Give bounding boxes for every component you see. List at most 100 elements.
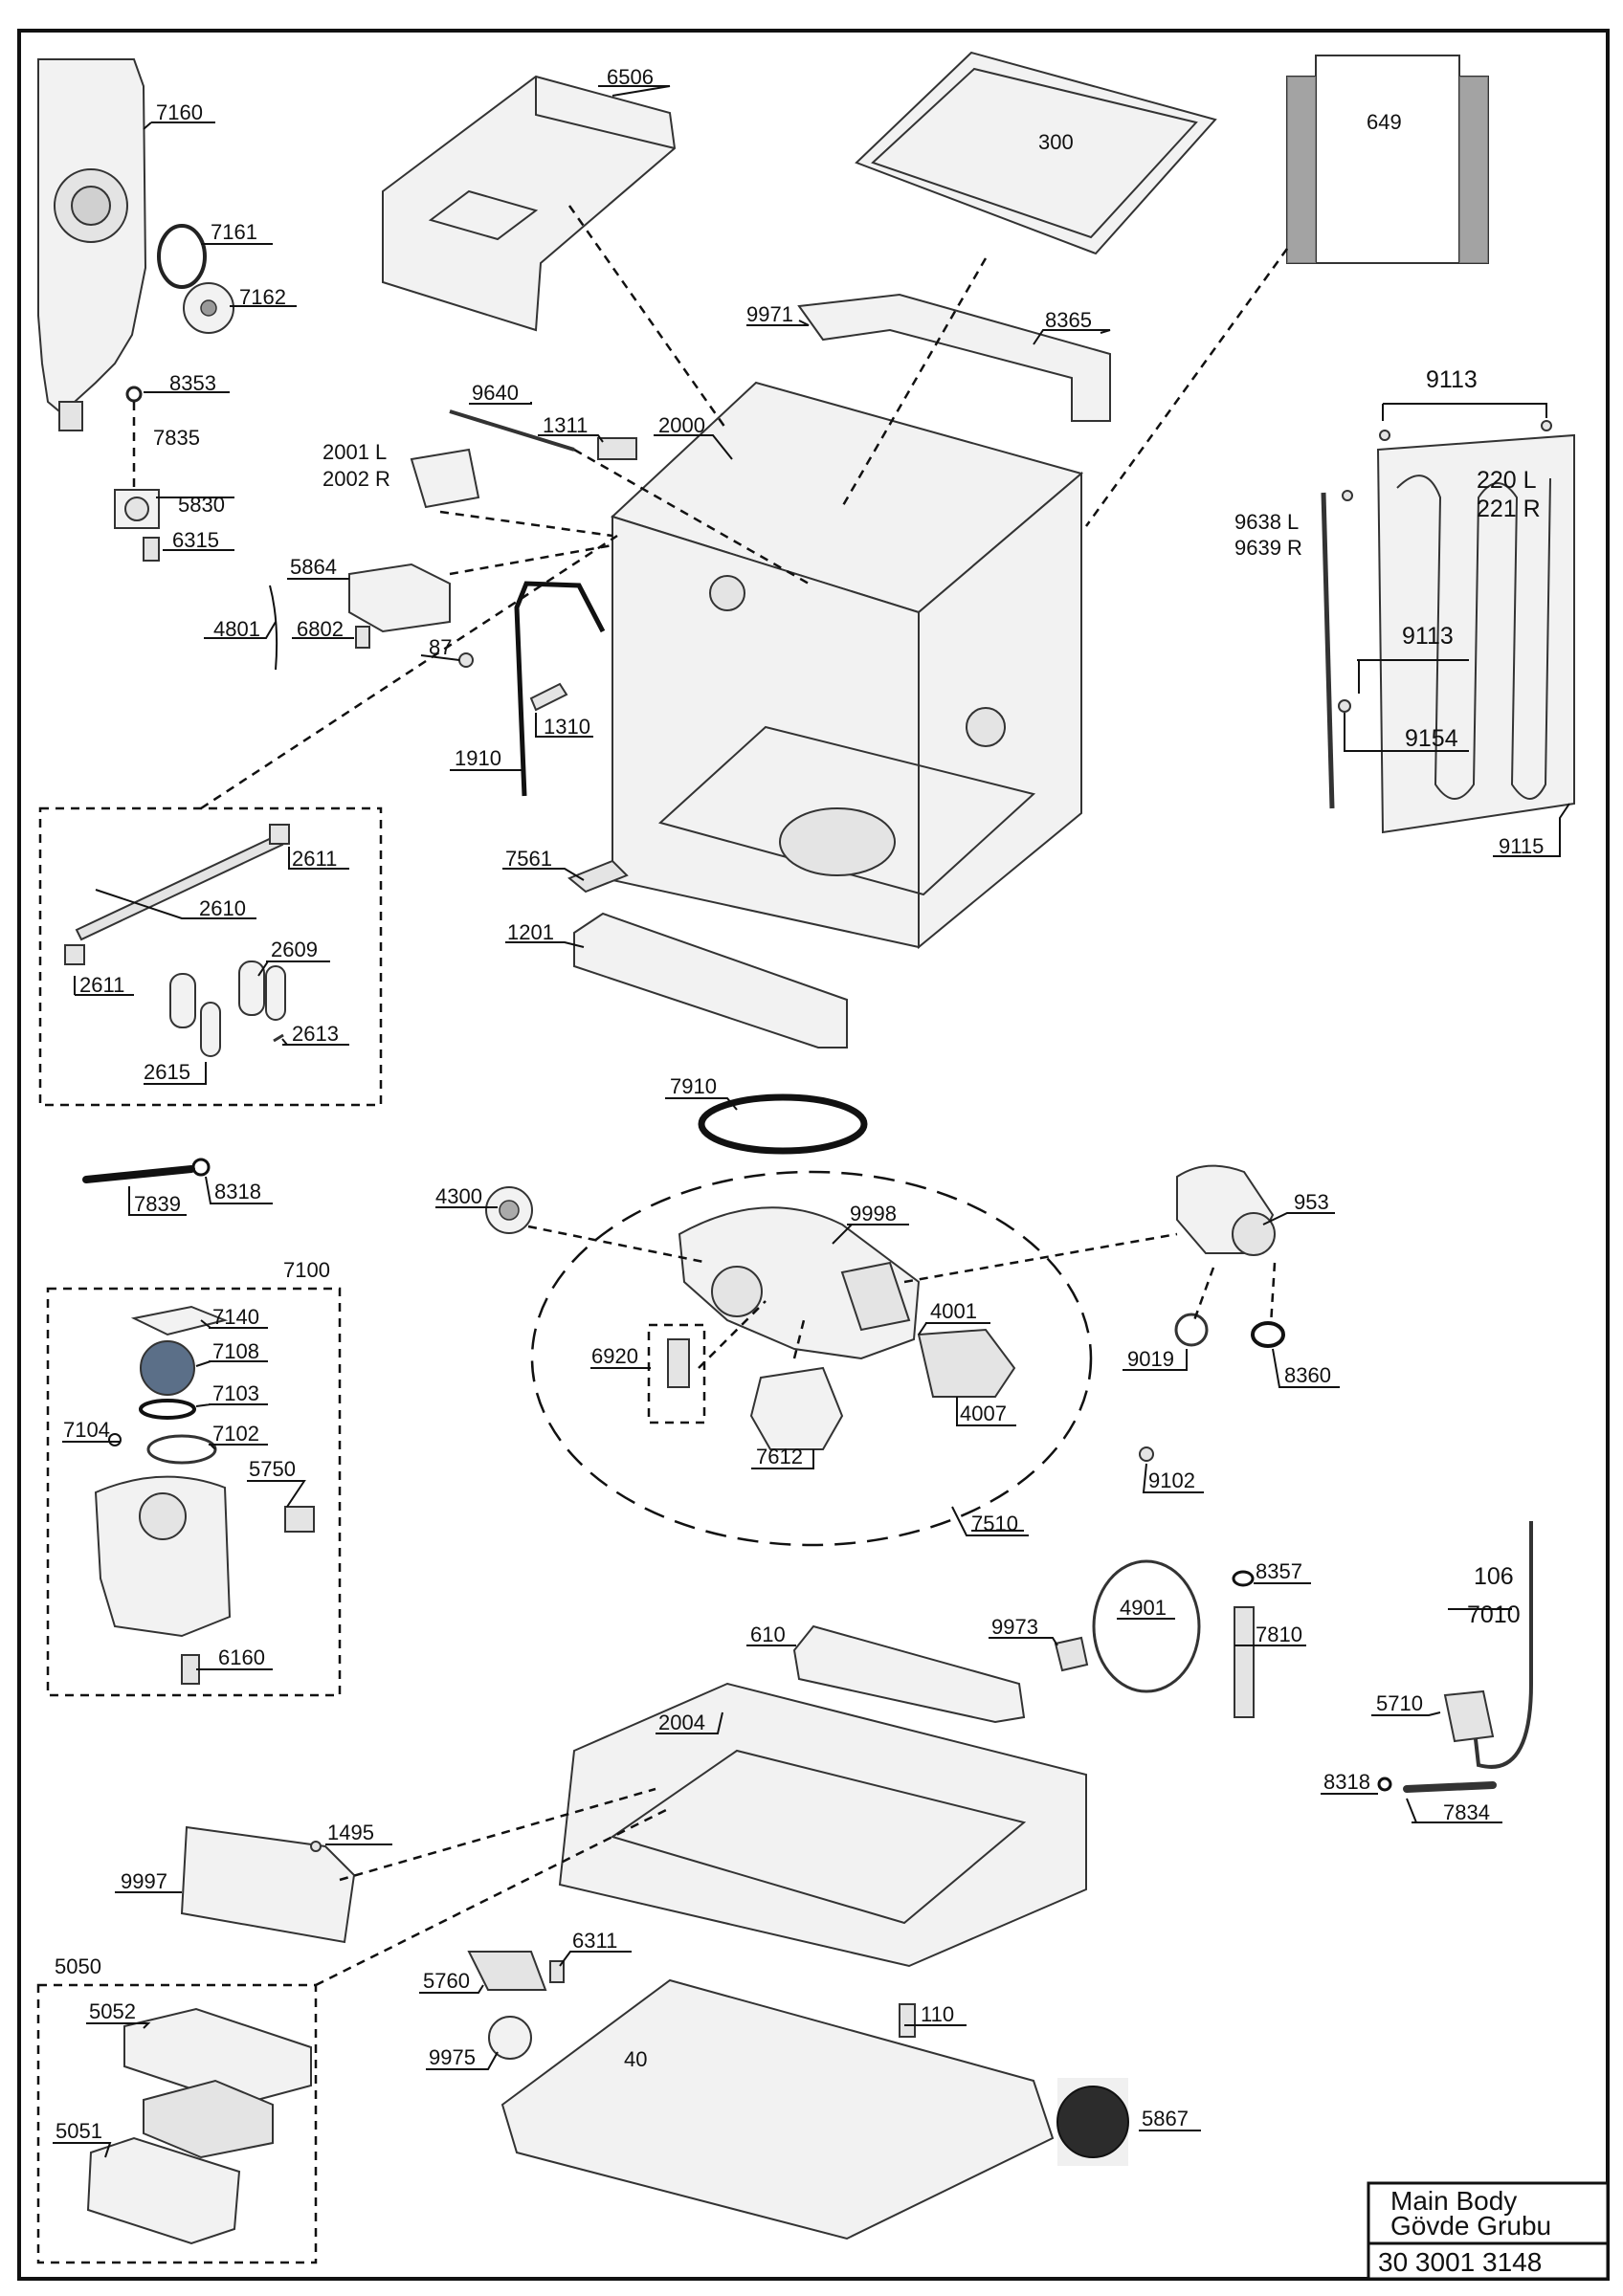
label-7612: 7612 xyxy=(756,1445,803,1468)
label-5052: 5052 xyxy=(89,1999,136,2023)
label-9154: 9154 xyxy=(1405,725,1458,752)
label-1310: 1310 xyxy=(544,715,590,739)
part-8353-oring xyxy=(125,386,143,403)
part-2001-bracket xyxy=(410,448,480,509)
group-7510-ellipse xyxy=(530,1170,1093,1547)
label-7839: 7839 xyxy=(134,1192,181,1216)
part-5830-valve xyxy=(114,489,160,529)
label-8365: 8365 xyxy=(1045,308,1092,332)
label-9115: 9115 xyxy=(1499,834,1544,858)
part-610 xyxy=(792,1624,1026,1724)
label-4801: 4801 xyxy=(213,617,260,641)
label-9971: 9971 xyxy=(746,302,793,326)
part-1910-seal xyxy=(514,581,606,797)
label-7834: 7834 xyxy=(1443,1800,1490,1824)
label-9975: 9975 xyxy=(429,2045,476,2069)
label-8360: 8360 xyxy=(1284,1363,1331,1387)
label-9102: 9102 xyxy=(1148,1468,1195,1492)
part-9113-screw-a xyxy=(1379,430,1390,441)
leader-lines xyxy=(53,85,1570,2158)
part-4300-pump xyxy=(485,1186,533,1234)
part-9113-screw-b xyxy=(1541,420,1552,431)
label-6315: 6315 xyxy=(172,528,219,552)
part-220-heater-plate xyxy=(1376,433,1575,834)
label-9113-top: 9113 xyxy=(1426,366,1478,393)
label-group-5050: 5050 xyxy=(55,1954,101,1978)
part-6802 xyxy=(355,626,370,649)
label-9973: 9973 xyxy=(991,1615,1038,1639)
part-1495 xyxy=(310,1841,322,1852)
part-9113-screw-c xyxy=(1342,490,1353,501)
label-300: 300 xyxy=(1038,130,1074,154)
part-1310 xyxy=(529,682,568,712)
label-5867: 5867 xyxy=(1142,2107,1189,2130)
label-610: 610 xyxy=(750,1623,786,1646)
part-9997 xyxy=(180,1825,356,1944)
part-5864 xyxy=(348,563,451,633)
part-300-lid xyxy=(855,51,1217,255)
part-9971-rail xyxy=(797,293,1111,422)
group-2610-box xyxy=(38,806,383,1107)
label-8318-left: 8318 xyxy=(214,1180,261,1203)
part-6311 xyxy=(549,1960,565,1983)
label-6802: 6802 xyxy=(297,617,344,641)
connector-7612 xyxy=(792,1319,806,1359)
label-7910: 7910 xyxy=(670,1074,717,1098)
connector-8360 xyxy=(1269,1262,1277,1326)
title-part-code: 30 3001 3148 xyxy=(1378,2247,1542,2277)
group-7100-box xyxy=(46,1287,342,1697)
group-7100-parts xyxy=(94,1305,315,1685)
connector-5864 xyxy=(449,543,613,576)
part-8318-clamp-b xyxy=(1377,1777,1392,1792)
label-7140: 7140 xyxy=(212,1305,259,1329)
part-9640-strip xyxy=(449,409,575,452)
part-7162-disk xyxy=(183,282,234,334)
part-40-tray xyxy=(500,1978,1055,2241)
label-5750: 5750 xyxy=(249,1457,296,1481)
part-7834-hose xyxy=(1403,1781,1497,1793)
label-5864: 5864 xyxy=(290,555,337,579)
part-87 xyxy=(458,652,474,668)
label-8357: 8357 xyxy=(1256,1559,1302,1583)
part-9973 xyxy=(1054,1636,1089,1672)
label-220: 220 L xyxy=(1477,467,1537,494)
label-6920: 6920 xyxy=(591,1344,638,1368)
label-4901: 4901 xyxy=(1120,1596,1167,1620)
label-2001: 2001 L xyxy=(322,440,387,464)
label-221: 221 R xyxy=(1477,496,1541,522)
label-2002: 2002 R xyxy=(322,467,390,491)
label-110: 110 xyxy=(921,2002,954,2026)
part-6315 xyxy=(143,537,160,562)
label-8353: 8353 xyxy=(169,371,216,395)
label-4001: 4001 xyxy=(930,1299,977,1323)
label-2611-bottom: 2611 xyxy=(79,973,124,997)
part-6506-cover xyxy=(382,75,677,332)
label-2004: 2004 xyxy=(658,1711,705,1734)
label-7510: 7510 xyxy=(971,1512,1018,1535)
label-5051: 5051 xyxy=(56,2119,102,2143)
label-5710: 5710 xyxy=(1376,1691,1423,1715)
connector-2001 xyxy=(439,510,613,538)
part-number-labels: 7160 7161 7162 8353 7835 5830 6315 6506 … xyxy=(55,65,1544,2143)
label-7561: 7561 xyxy=(505,847,552,871)
label-9639: 9639 R xyxy=(1234,536,1302,560)
part-8318-clamp-a xyxy=(191,1158,211,1177)
label-1201: 1201 xyxy=(507,920,554,944)
group-2610-parts xyxy=(64,824,290,1057)
part-9975 xyxy=(488,2016,532,2060)
label-7810: 7810 xyxy=(1256,1623,1302,1646)
label-7108: 7108 xyxy=(212,1339,259,1363)
label-953: 953 xyxy=(1294,1190,1329,1214)
label-group-7100: 7100 xyxy=(283,1258,330,1282)
label-5760: 5760 xyxy=(423,1969,470,1993)
label-9638: 9638 L xyxy=(1234,510,1299,534)
label-4007: 4007 xyxy=(960,1402,1007,1425)
connector-300 xyxy=(840,257,988,508)
label-8318-right: 8318 xyxy=(1323,1770,1370,1794)
part-7161-ring xyxy=(157,224,207,289)
part-1201-rail xyxy=(573,912,848,1049)
label-7102: 7102 xyxy=(212,1422,259,1446)
label-7162: 7162 xyxy=(239,285,286,309)
part-1311 xyxy=(597,437,637,460)
